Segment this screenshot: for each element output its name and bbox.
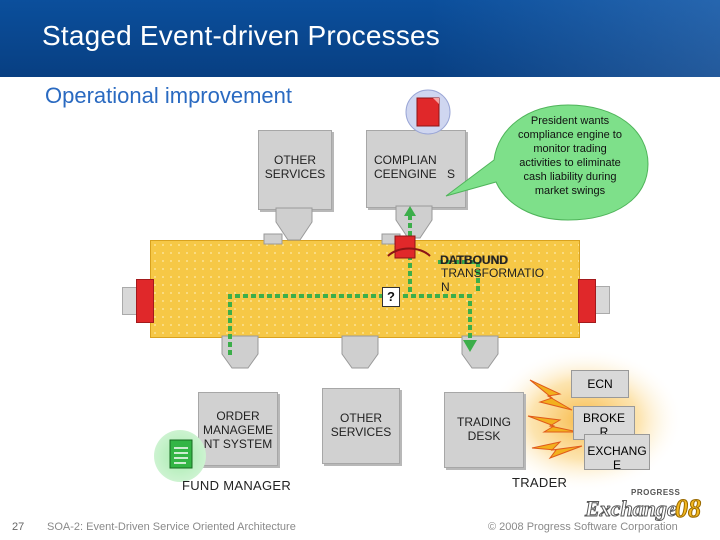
red-document-icon [416,97,440,127]
green-document-icon [169,439,193,469]
peg-top-left [263,233,283,245]
footer-title: SOA-2: Event-Driven Service Oriented Arc… [47,521,296,533]
event-path [228,216,480,355]
order-management-label: ORDER MANAGEME NT SYSTEM [202,409,273,451]
plug-other-top [275,207,313,241]
inbound-outbound-label: DATBOUND OUTBOUND [440,252,509,268]
event-arrow-trading [463,340,477,352]
compliance-callout-bubble [445,104,649,221]
fund-manager-label: FUND MANAGER [182,478,292,493]
other-services-bottom[interactable]: OTHER SERVICES [322,388,400,464]
transformation-label: TRANSFORMATIO N [441,266,545,294]
trader-label: TRADER [512,475,568,490]
exchange-logo: PROGRESS Exchange 08 [583,488,711,524]
bus-right-red-connector [578,279,596,323]
logo-progress-word: PROGRESS [631,488,681,497]
step-label-overlay: OUTBOUND [440,253,509,267]
socket-order [221,335,259,369]
bus-left-red-connector [136,279,154,323]
lightning-bolts [527,379,583,460]
title-bar: Staged Event-driven Processes [0,0,720,77]
other-services-top[interactable]: OTHER SERVICES [258,130,332,210]
ecn-box[interactable]: ECN [571,370,629,398]
order-management-system[interactable]: ORDER MANAGEME NT SYSTEM [198,392,278,466]
other-services-bottom-label: OTHER SERVICES [330,411,392,439]
title-bar-shine [430,0,720,77]
trading-desk-label: TRADING DESK [457,415,511,443]
logo-exchange-word: Exchange [585,496,678,522]
socket-other-bottom [341,335,379,369]
exchange-box[interactable]: EXCHANG E [584,434,650,470]
compliance-engine-label: COMPLIAN CEENGINE [374,153,437,181]
slide-title: Staged Event-driven Processes [42,20,441,51]
question-mark-box: ? [382,287,400,307]
event-doc-icon [387,235,431,259]
step-label-primary: DATBOUND [440,253,508,267]
bus-texture [151,241,579,337]
other-services-top-label: OTHER SERVICES [264,153,326,181]
page-number: 27 [12,521,25,533]
event-arrow-compliance [404,206,416,216]
footer-copyright: © 2008 Progress Software Corporation [488,521,678,533]
plug-compliance [395,205,433,239]
trading-desk[interactable]: TRADING DESK [444,392,524,468]
callout-text: President wants compliance engine to mon… [518,115,622,197]
logo-year: 08 [675,494,702,524]
compliance-engine-label-tail: S [447,167,456,181]
slide-subtitle: Operational improvement [45,83,293,108]
